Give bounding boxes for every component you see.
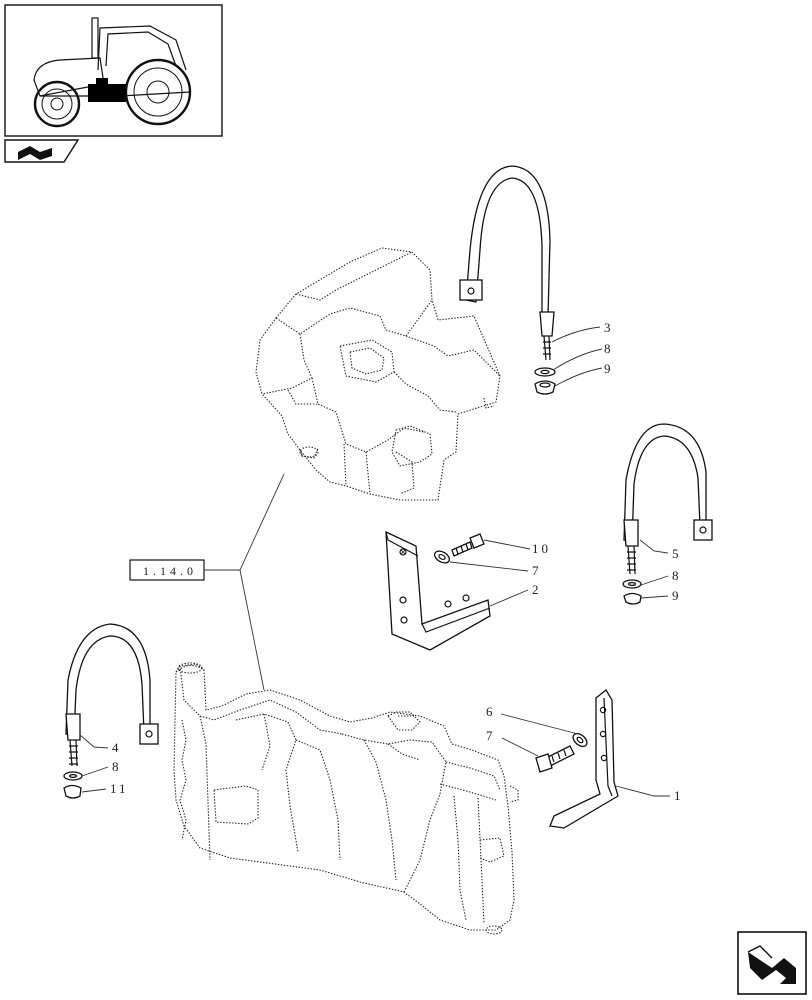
callout-8-lower: 8 xyxy=(112,759,122,774)
callout-8-mid: 8 xyxy=(672,568,682,583)
next-page-arrow-icon[interactable] xyxy=(737,931,807,995)
bracket-1 xyxy=(549,689,619,829)
section-tab-icon[interactable] xyxy=(4,139,80,163)
callout-5: 5 xyxy=(672,546,682,561)
strap-4 xyxy=(63,623,159,799)
callout-3: 3 xyxy=(604,320,614,335)
callout-11: 11 xyxy=(110,781,129,796)
callout-10: 10 xyxy=(532,541,551,556)
reference-box[interactable]: 1.14.0 xyxy=(129,559,205,581)
reference-label: 1.14.0 xyxy=(143,564,197,578)
leader-ref-lower xyxy=(239,569,265,691)
callout-1: 1 xyxy=(674,788,684,803)
callout-9-upper: 9 xyxy=(604,361,614,376)
callout-8-upper: 8 xyxy=(604,341,614,356)
callout-4: 4 xyxy=(112,740,122,755)
lower-fuel-tank xyxy=(173,662,519,935)
bolt-7 xyxy=(535,732,588,773)
callout-7-upper: 7 xyxy=(532,563,542,578)
strap-5 xyxy=(622,423,713,605)
callout-6: 6 xyxy=(486,704,496,719)
callout-numbers: 3 8 9 10 7 2 5 8 9 4 8 11 6 7 1 xyxy=(110,320,684,803)
strap-3 xyxy=(459,165,556,395)
callout-leaders xyxy=(79,326,670,797)
tractor-thumbnail-icon xyxy=(4,4,223,137)
bolt-10 xyxy=(433,533,485,564)
callout-2: 2 xyxy=(532,582,542,597)
bracket-2 xyxy=(385,530,491,651)
upper-fuel-tank xyxy=(255,247,501,501)
callout-9-mid: 9 xyxy=(672,588,682,603)
leader-ref-upper xyxy=(204,473,285,571)
callout-7-lower: 7 xyxy=(486,728,496,743)
